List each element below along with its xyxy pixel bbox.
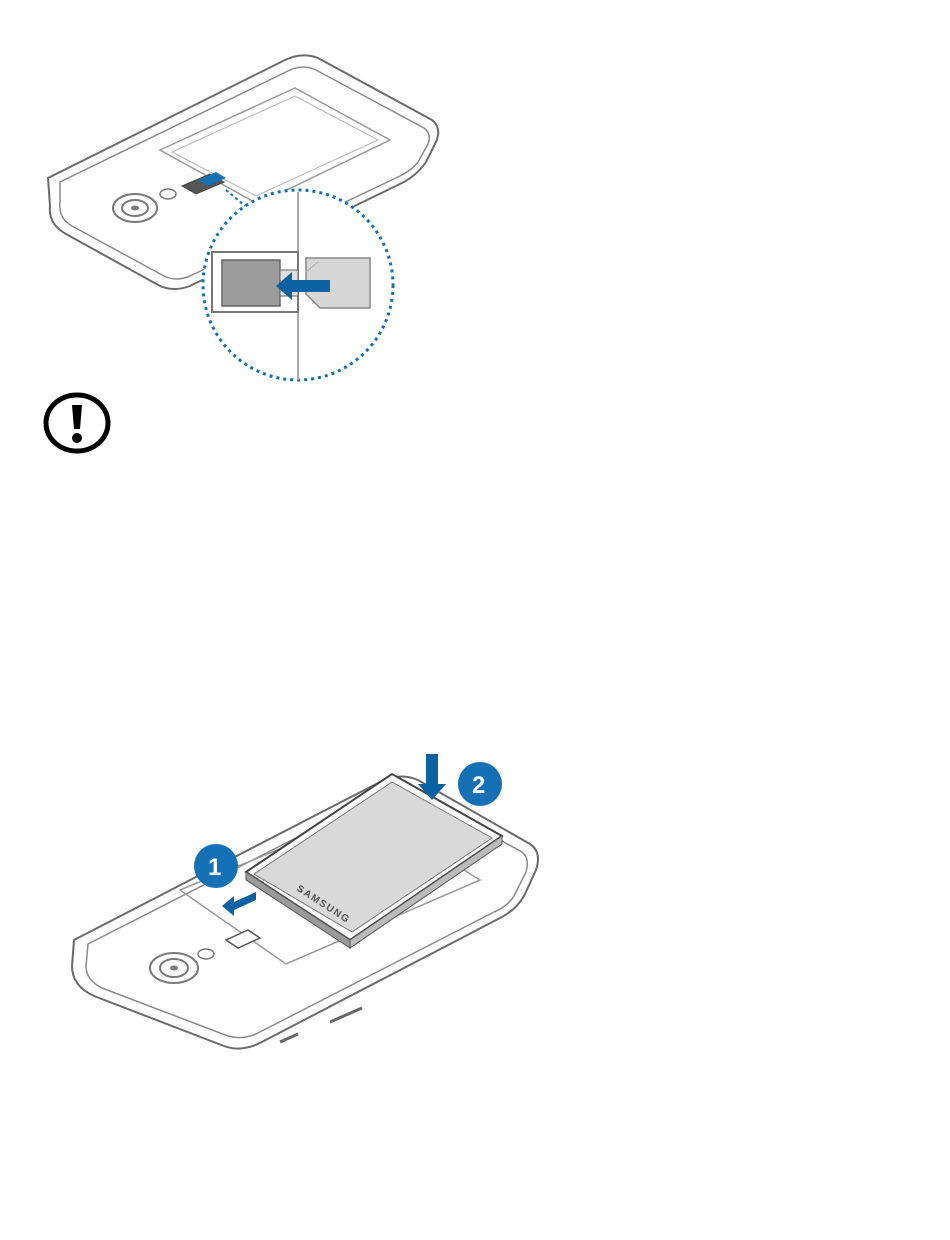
camera-ring bbox=[113, 189, 176, 222]
step-2-badge: 2 bbox=[458, 762, 502, 806]
side-key-2 bbox=[280, 1034, 298, 1042]
camera-ring bbox=[150, 949, 214, 983]
exclamation-circle-icon bbox=[40, 392, 114, 458]
sim-card-insertion-illustration bbox=[40, 40, 440, 400]
sim-slot bbox=[226, 930, 260, 948]
step-1-number: 1 bbox=[208, 854, 221, 881]
battery-illustration-svg: SAMSUNG 1 2 bbox=[60, 740, 550, 1075]
battery: SAMSUNG bbox=[246, 774, 502, 948]
warning-icon bbox=[40, 392, 114, 458]
sim-slot-small bbox=[182, 172, 226, 194]
battery-insertion-illustration: SAMSUNG 1 2 bbox=[60, 740, 550, 1075]
step-1-arrow-icon bbox=[222, 892, 256, 916]
step-2-number: 2 bbox=[472, 772, 485, 799]
side-key bbox=[330, 1008, 362, 1022]
step-1-badge: 1 bbox=[194, 844, 238, 888]
sim-illustration-svg bbox=[40, 40, 440, 400]
